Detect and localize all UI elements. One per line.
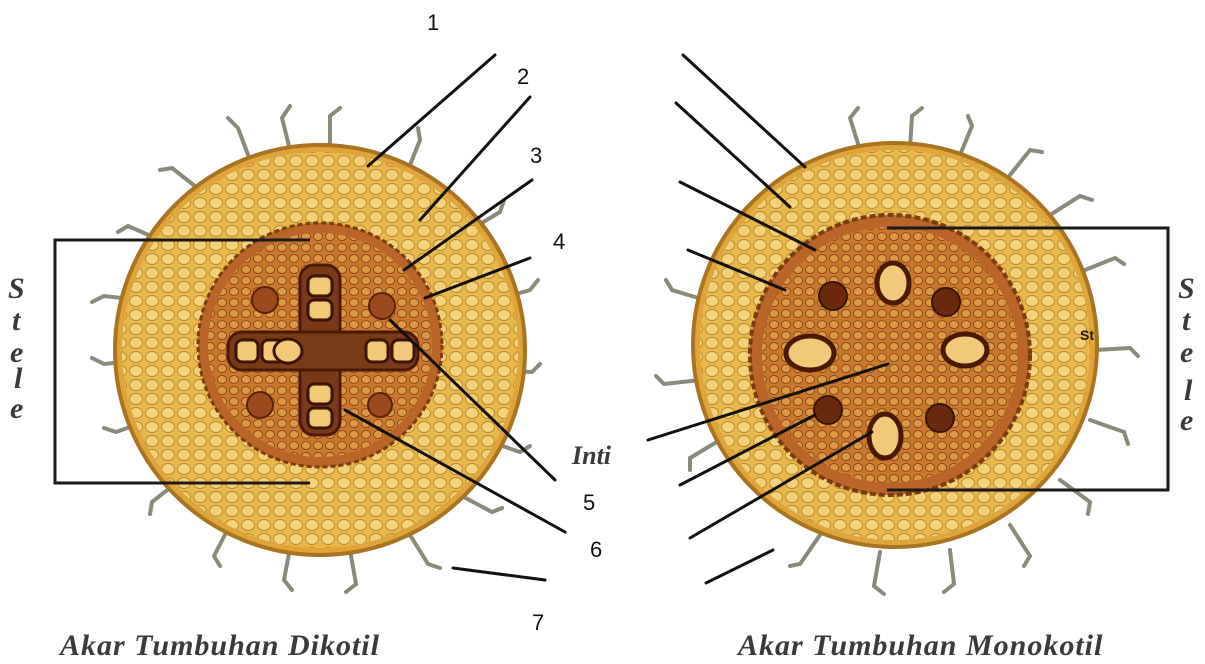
caption-monocot: Akar Tumbuhan Monokotil [736,629,1103,662]
stele-left-letter: t [12,304,22,337]
label-5: 5 [583,490,595,515]
stele-left-letter: e [10,392,23,425]
label-1: 1 [427,10,439,35]
stele-right-letter: t [1182,304,1192,337]
label-2: 2 [517,64,529,89]
caption-dicot: Akar Tumbuhan Dikotil [58,629,380,662]
monocot-root: St [656,108,1138,594]
stele-label-right: S t e l e [1178,272,1195,437]
stele-left-letter: S [8,272,25,305]
label-6: 6 [590,537,602,562]
label-3: 3 [530,143,542,168]
label-7: 7 [532,610,544,635]
stele-right-letter: S [1178,272,1195,305]
stele-label-left: S t e l e [8,272,25,425]
stele-left-letter: l [14,362,23,395]
dicot-root [92,106,540,592]
label-st: St [1080,327,1094,343]
label-4: 4 [553,229,565,254]
stele-right-letter: e [1180,404,1193,437]
stele-right-letter: e [1180,336,1193,369]
stele-right-letter: l [1184,374,1193,407]
label-inti: Inti [571,441,612,470]
